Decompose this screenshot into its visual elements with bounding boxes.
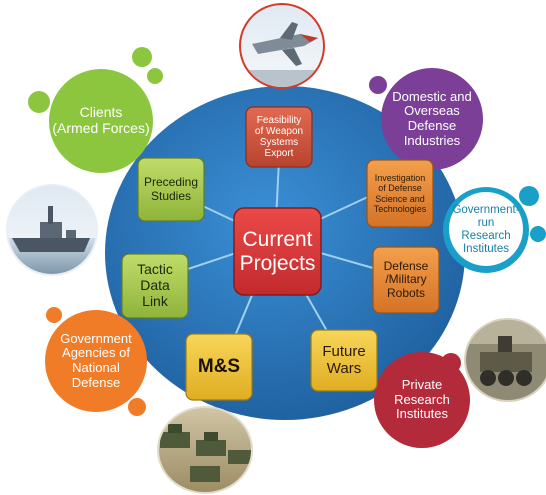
text-line: Systems — [259, 137, 299, 148]
text-line: Defense — [407, 118, 457, 133]
box-investigation — [366, 159, 434, 228]
text-line: Defense — [383, 258, 429, 273]
text-line: Investigation — [374, 173, 426, 184]
text-line: Government — [60, 330, 132, 346]
government-run-inner-disc — [449, 192, 523, 266]
text-line: Link — [142, 292, 168, 309]
preceding-studies-label: Preceding Studies — [138, 158, 204, 221]
text-line: Defense — [71, 374, 121, 390]
box-preceding-studies — [137, 157, 205, 222]
private-institutes-label: Private Research Institutes — [374, 352, 470, 448]
box-ms — [185, 333, 253, 401]
center-label-line-2: Projects — [239, 251, 316, 275]
text-line: (Armed Forces) — [52, 120, 150, 136]
industries-label: Domestic and Overseas Defense Industries — [381, 68, 483, 170]
investigation-label: Investigation of Defense Science and Tec… — [367, 160, 433, 227]
center-box — [233, 207, 322, 296]
text-line: Research — [461, 230, 511, 242]
center-label: Current Projects — [234, 208, 321, 295]
text-line: M&S — [197, 356, 241, 378]
text-line: National — [72, 360, 120, 375]
text-line: Institutes — [395, 406, 449, 422]
tactic-data-link-label: Tactic Data Link — [122, 254, 188, 318]
center-label-line-1: Current — [242, 227, 313, 251]
text-line: of Defense — [378, 183, 422, 194]
text-line: Overseas — [404, 103, 460, 119]
text-line: Science and — [375, 193, 425, 204]
text-line: Feasibility — [256, 114, 302, 126]
government-agencies-label: Government Agencies of National Defense — [45, 310, 147, 412]
jet-aircraft-photo — [239, 3, 325, 89]
government-run-label: Government-run Research Institutes — [445, 190, 527, 270]
feasibility-label: Feasibility of Weapon Systems Export — [246, 107, 312, 167]
text-line: Institutes — [462, 242, 510, 255]
text-line: Tactic — [137, 261, 173, 278]
text-line: Wars — [326, 359, 362, 377]
ms-label: M&S — [186, 334, 252, 400]
robots-label: Defense /Military Robots — [373, 247, 439, 313]
text-line: of Weapon — [254, 125, 304, 137]
private-institutes-circle — [374, 352, 470, 448]
text-line: Technologies — [373, 203, 427, 214]
text-line: Private — [401, 377, 443, 393]
clients-circle — [49, 69, 153, 173]
text-line: Agencies of — [62, 345, 130, 361]
text-line: Government-run — [452, 204, 520, 230]
text-line: Clients — [79, 104, 123, 121]
box-future-wars — [310, 329, 378, 392]
text-line: Research — [394, 391, 450, 407]
government-agencies-circle — [45, 310, 147, 412]
clients-label: Clients (Armed Forces) — [49, 69, 153, 173]
future-wars-label: Future Wars — [311, 330, 377, 391]
box-feasibility — [245, 106, 313, 168]
box-robots — [372, 246, 440, 314]
military-robot-photo — [464, 318, 546, 402]
box-tactic-data-link — [121, 253, 189, 319]
text-line: Preceding — [143, 175, 199, 190]
text-line: Data — [140, 277, 170, 294]
text-line: Robots — [386, 285, 426, 300]
text-line: Future — [322, 342, 366, 360]
domestic-overseas-industries-circle — [381, 68, 483, 170]
text-line: /Military — [385, 272, 427, 287]
tank-column-photo — [157, 406, 253, 494]
text-line: Studies — [150, 188, 192, 203]
text-line: Domestic and — [392, 88, 472, 104]
warship-photo — [6, 184, 98, 276]
text-line: Industries — [403, 132, 461, 148]
text-line: Export — [264, 148, 294, 160]
